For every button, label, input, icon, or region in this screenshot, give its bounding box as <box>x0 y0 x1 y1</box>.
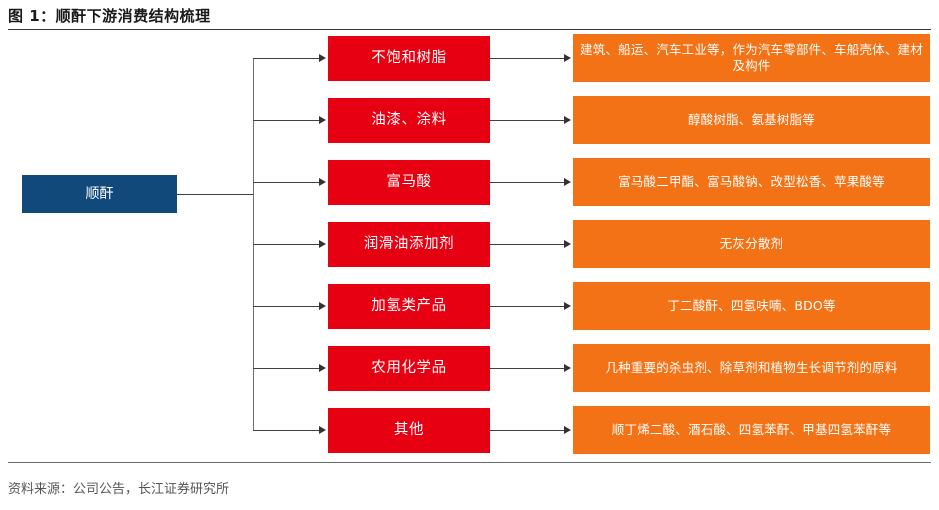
leaf-line-4 <box>490 244 566 245</box>
application-node-2[interactable]: 醇酸树脂、氨基树脂等 <box>573 96 930 144</box>
application-node-4-label: 无灰分散剂 <box>719 235 784 251</box>
application-node-1-label: 建筑、船运、汽车工业等，作为汽车零部件、车船壳体、建材及构件 <box>580 41 923 74</box>
branch-arrow-4 <box>319 239 326 248</box>
category-node-4[interactable]: 润滑油添加剂 <box>328 222 490 267</box>
leaf-arrow-5 <box>564 301 571 310</box>
flow-diagram: 顺酐 不饱和树脂 建筑、船运、汽车工业等，作为汽车零部件、车船壳体、建材及构件 … <box>0 30 939 460</box>
leaf-line-7 <box>490 430 566 431</box>
leaf-arrow-2 <box>564 115 571 124</box>
category-node-5[interactable]: 加氢类产品 <box>328 284 490 329</box>
application-node-2-label: 醇酸树脂、氨基树脂等 <box>687 111 815 127</box>
application-node-4[interactable]: 无灰分散剂 <box>573 220 930 268</box>
root-node-label: 顺酐 <box>85 185 114 202</box>
leaf-arrow-1 <box>564 53 571 62</box>
footer-divider <box>8 462 931 463</box>
source-note: 资料来源：公司公告，长江证券研究所 <box>8 482 230 497</box>
branch-arrow-3 <box>319 177 326 186</box>
application-node-6[interactable]: 几种重要的杀虫剂、除草剂和植物生长调节剂的原料 <box>573 344 930 392</box>
branch-arrow-6 <box>319 363 326 372</box>
leaf-line-2 <box>490 120 566 121</box>
leaf-arrow-7 <box>564 425 571 434</box>
category-node-2[interactable]: 油漆、涂料 <box>328 98 490 143</box>
leaf-line-6 <box>490 368 566 369</box>
title-divider <box>8 29 931 30</box>
category-node-6[interactable]: 农用化学品 <box>328 346 490 391</box>
leaf-line-3 <box>490 182 566 183</box>
application-node-5-label: 丁二酸酐、四氢呋喃、BDO等 <box>667 297 836 313</box>
leaf-arrow-4 <box>564 239 571 248</box>
leaf-arrow-3 <box>564 177 571 186</box>
branch-line-6 <box>253 368 321 369</box>
category-node-1-label: 不饱和树脂 <box>371 49 447 66</box>
category-node-6-label: 农用化学品 <box>371 359 447 376</box>
leaf-line-1 <box>490 58 566 59</box>
category-node-4-label: 润滑油添加剂 <box>363 235 455 252</box>
branch-arrow-1 <box>319 53 326 62</box>
branch-line-7 <box>253 430 321 431</box>
application-node-7-label: 顺丁烯二酸、酒石酸、四氢苯酐、甲基四氢苯酐等 <box>611 421 892 437</box>
branch-line-4 <box>253 244 321 245</box>
page-title: 图 1：顺酐下游消费结构梳理 <box>8 7 211 25</box>
branch-line-2 <box>253 120 321 121</box>
branch-line-1 <box>253 58 321 59</box>
application-node-5[interactable]: 丁二酸酐、四氢呋喃、BDO等 <box>573 282 930 330</box>
branch-arrow-5 <box>319 301 326 310</box>
application-node-1[interactable]: 建筑、船运、汽车工业等，作为汽车零部件、车船壳体、建材及构件 <box>573 34 930 82</box>
category-node-5-label: 加氢类产品 <box>371 297 447 314</box>
category-node-3-label: 富马酸 <box>386 173 432 190</box>
category-node-1[interactable]: 不饱和树脂 <box>328 36 490 81</box>
application-node-7[interactable]: 顺丁烯二酸、酒石酸、四氢苯酐、甲基四氢苯酐等 <box>573 406 930 454</box>
leaf-arrow-6 <box>564 363 571 372</box>
branch-line-5 <box>253 306 321 307</box>
application-node-3-label: 富马酸二甲酯、富马酸钠、改型松香、苹果酸等 <box>618 173 885 189</box>
branch-arrow-7 <box>319 425 326 434</box>
application-node-3[interactable]: 富马酸二甲酯、富马酸钠、改型松香、苹果酸等 <box>573 158 930 206</box>
branch-line-3 <box>253 182 321 183</box>
branch-arrow-2 <box>319 115 326 124</box>
category-node-2-label: 油漆、涂料 <box>371 111 447 128</box>
category-node-7-label: 其他 <box>393 421 425 438</box>
root-stem-line <box>177 194 253 195</box>
application-node-6-label: 几种重要的杀虫剂、除草剂和植物生长调节剂的原料 <box>605 359 898 375</box>
leaf-line-5 <box>490 306 566 307</box>
category-node-7[interactable]: 其他 <box>328 408 490 453</box>
category-node-3[interactable]: 富马酸 <box>328 160 490 205</box>
root-node-shunzhi[interactable]: 顺酐 <box>22 175 177 213</box>
